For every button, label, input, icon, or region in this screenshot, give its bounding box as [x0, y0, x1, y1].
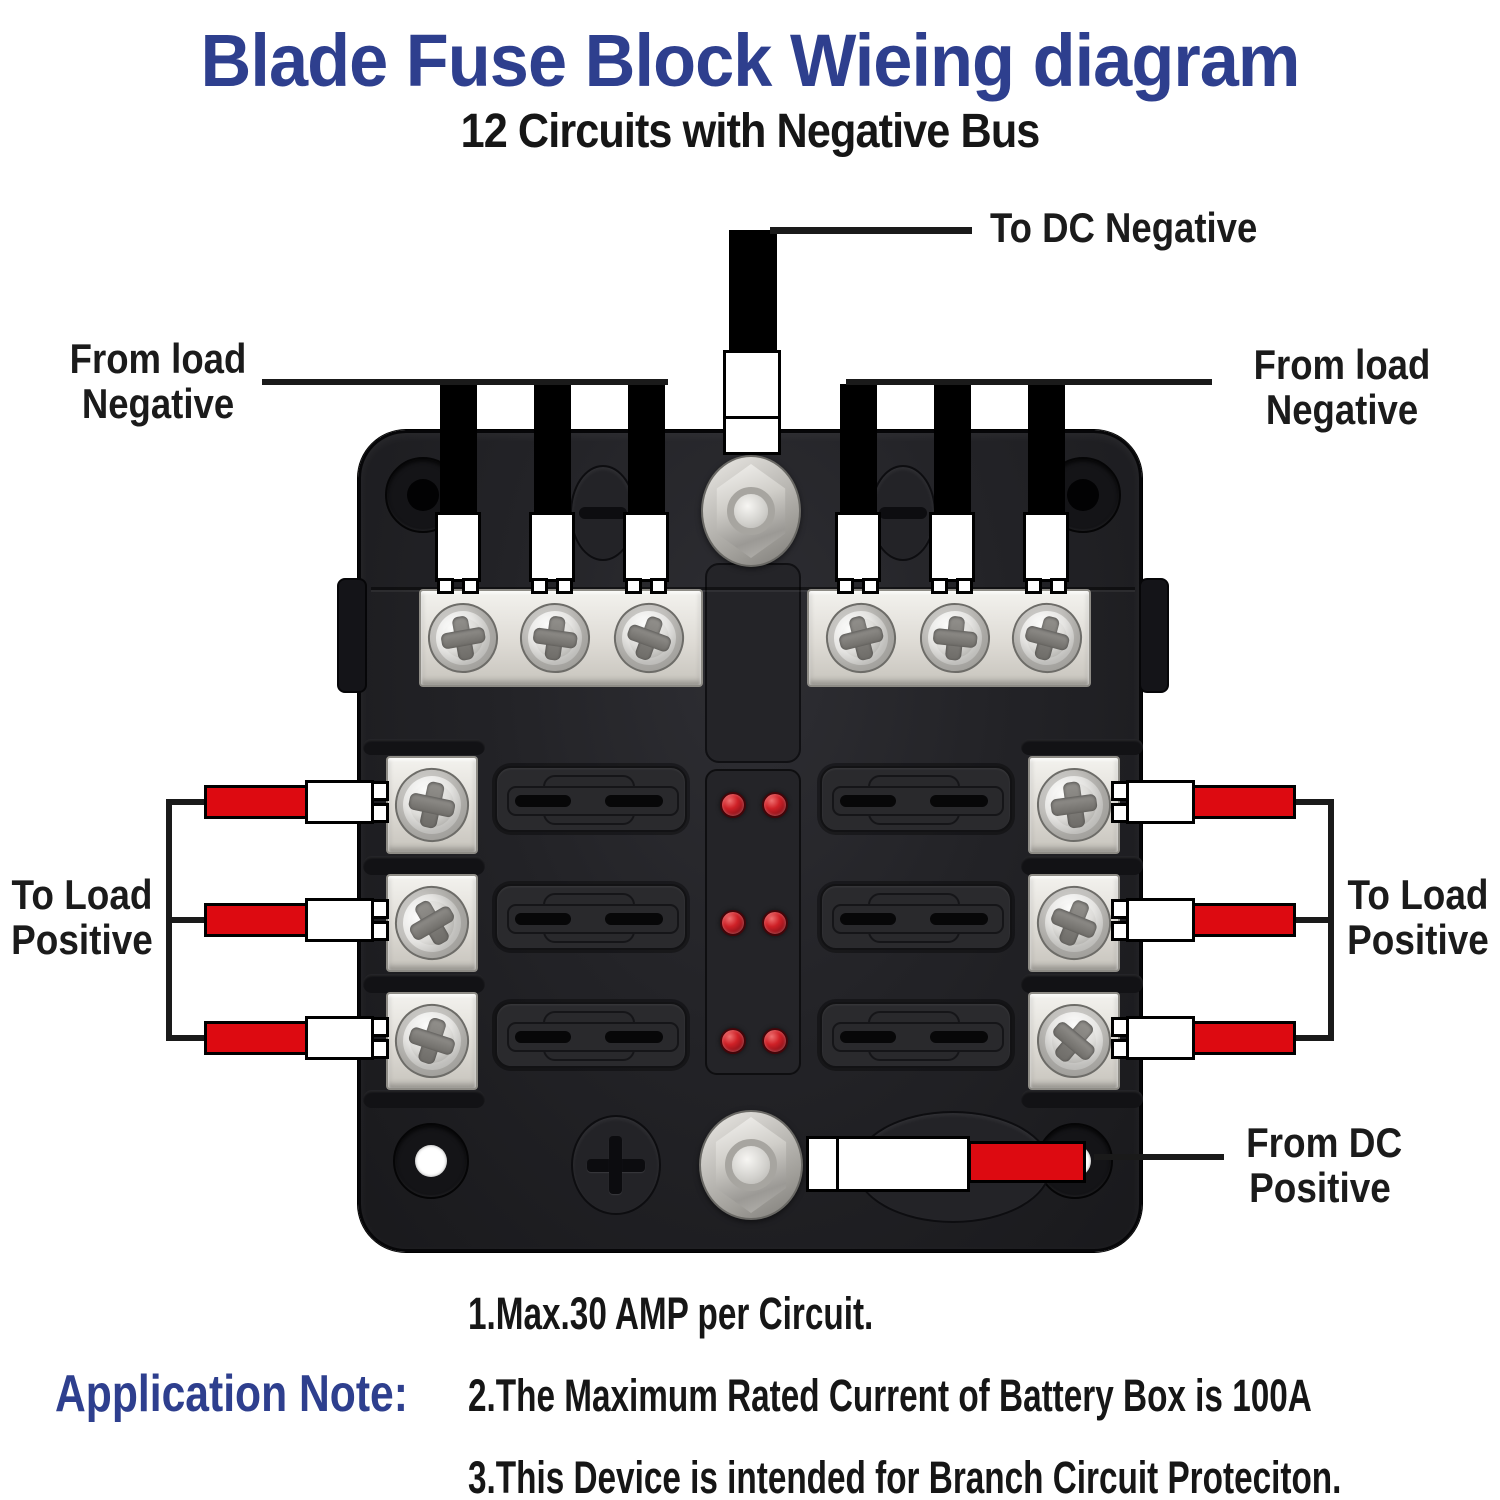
application-note-heading: Application Note: — [55, 1364, 485, 1424]
mounting-hole-center — [407, 479, 439, 511]
diagram-subtitle-text: 12 Circuits with Negative Bus — [460, 105, 1041, 158]
application-note-item-2-text: 2.The Maximum Rated Current of Battery B… — [468, 1370, 1312, 1421]
positive-symbol-bar — [609, 1136, 622, 1194]
fuse-slot-slit — [515, 913, 571, 925]
label-to-load-positive-left: To Load Positive — [0, 872, 164, 962]
label-to-load-left-line2: Positive — [11, 916, 153, 963]
deck-seam — [371, 587, 1135, 590]
label-to-load-positive-right: To Load Positive — [1336, 872, 1500, 962]
fuse-slot-slit — [605, 913, 663, 925]
fuse-slot-slit — [515, 1031, 571, 1043]
edge-ridge — [363, 1090, 485, 1108]
edge-ridge — [363, 739, 485, 755]
edge-ridge — [1021, 1090, 1143, 1108]
label-from-load-left-line2: Negative — [81, 380, 235, 427]
edge-ridge — [1021, 739, 1143, 755]
positive-wire — [1192, 903, 1296, 937]
diagram-title-text: Blade Fuse Block Wieing diagram — [200, 19, 1301, 102]
fuse-block — [337, 430, 1169, 1252]
label-from-dc-line1: From DC — [1246, 1119, 1403, 1166]
fuse-socket — [495, 766, 687, 832]
label-to-load-right-line1: To Load — [1347, 871, 1489, 918]
edge-ridge — [1021, 856, 1143, 875]
label-to-load-left-line1: To Load — [11, 871, 153, 918]
positive-wire — [204, 785, 308, 819]
positive-wire — [1192, 785, 1296, 819]
positive-wire — [204, 1021, 308, 1055]
application-note-item-3-text: 3.This Device is intended for Branch Cir… — [468, 1452, 1342, 1500]
fuse-socket — [820, 1002, 1012, 1068]
mounting-hole-center — [1059, 1145, 1091, 1177]
mounting-hole-center — [1067, 479, 1099, 511]
bracket-stub — [1294, 1035, 1334, 1041]
positive-wire — [204, 903, 308, 937]
deck-slot-cap-slot — [879, 507, 927, 519]
bracket-stub — [166, 799, 206, 805]
bracket-stub — [1294, 799, 1334, 805]
fuse-socket — [495, 1002, 687, 1068]
led-indicator — [762, 910, 788, 936]
label-to-load-right-line2: Positive — [1347, 916, 1489, 963]
bracket-stub — [166, 1035, 206, 1041]
bracket-line-left — [166, 799, 172, 1041]
side-tab-right — [1139, 578, 1169, 693]
deck-slot-cap-slot — [579, 507, 627, 519]
fuse-slot-slit — [840, 795, 896, 807]
label-from-load-left-line1: From load — [69, 335, 247, 382]
negative-bus-stud-core — [734, 494, 768, 528]
label-from-dc-line2: Positive — [1249, 1164, 1391, 1211]
bracket-line-right — [1328, 799, 1334, 1041]
application-note-item-3: 3.This Device is intended for Branch Cir… — [468, 1452, 1500, 1500]
edge-ridge — [363, 856, 485, 875]
label-from-load-right-line1: From load — [1253, 341, 1431, 388]
label-from-load-right-line2: Negative — [1265, 386, 1419, 433]
annotation-line-from-load-right — [846, 379, 1212, 385]
positive-wire — [1192, 1021, 1296, 1055]
fuse-slot-slit — [930, 795, 988, 807]
diagram-subtitle: 12 Circuits with Negative Bus — [0, 104, 1500, 160]
fuse-socket — [820, 884, 1012, 950]
annotation-line-to-dc-negative — [770, 227, 972, 234]
dc-negative-wire — [729, 230, 777, 352]
fuse-slot-slit — [840, 913, 896, 925]
led-indicator — [720, 910, 746, 936]
annotation-line-from-load-left — [262, 379, 668, 385]
diagram-title: Blade Fuse Block Wieing diagram — [0, 18, 1500, 104]
edge-ridge — [363, 974, 485, 993]
application-note-heading-text: Application Note: — [55, 1365, 408, 1423]
fuse-slot-slit — [930, 1031, 988, 1043]
led-indicator — [762, 792, 788, 818]
edge-ridge — [1021, 974, 1143, 993]
positive-bus-stud-core — [732, 1146, 770, 1184]
side-tab-left — [337, 578, 367, 693]
fuse-slot-slit — [605, 795, 663, 807]
label-from-load-negative-left: From load Negative — [38, 336, 278, 426]
fuse-socket — [820, 766, 1012, 832]
fuse-slot-slit — [515, 795, 571, 807]
label-to-dc-negative: To DC Negative — [990, 204, 1297, 252]
led-indicator — [762, 1028, 788, 1054]
center-pillar — [705, 563, 801, 763]
label-to-dc-negative-text: To DC Negative — [990, 204, 1258, 251]
application-note-item-1-text: 1.Max.30 AMP per Circuit. — [468, 1288, 874, 1339]
fuse-slot-slit — [840, 1031, 896, 1043]
dc-negative-connector-divider — [723, 416, 781, 419]
led-indicator — [720, 1028, 746, 1054]
mounting-hole-center — [415, 1145, 447, 1177]
fuse-slot-slit — [605, 1031, 663, 1043]
led-indicator — [720, 792, 746, 818]
application-note-item-1: 1.Max.30 AMP per Circuit. — [468, 1288, 1016, 1340]
label-from-load-negative-right: From load Negative — [1222, 342, 1462, 432]
fuse-slot-slit — [930, 913, 988, 925]
application-note-item-2: 2.The Maximum Rated Current of Battery B… — [468, 1370, 1500, 1422]
bracket-stub — [1294, 917, 1334, 923]
fuse-socket — [495, 884, 687, 950]
label-from-dc-positive: From DC Positive — [1236, 1120, 1404, 1210]
deck-seam-highlight — [371, 590, 1135, 592]
negative-symbol-bar — [931, 1161, 975, 1173]
bracket-stub — [166, 917, 206, 923]
